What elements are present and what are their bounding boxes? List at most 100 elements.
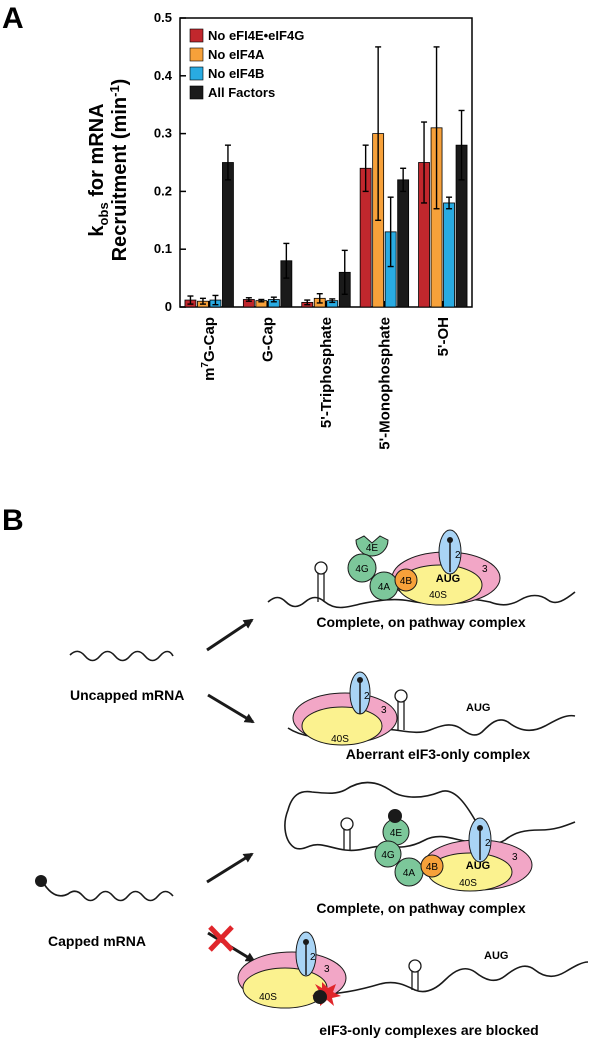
eif2-label: 2 [455,550,461,561]
eif4g-label: 4G [355,564,369,575]
trna-dot-icon [477,825,483,831]
stem-loop-head-icon [314,561,328,575]
arrow-to-complex-2 [207,693,255,724]
uncapped-mrna-strand [69,650,174,662]
capped-mrna-label: Capped mRNA [48,933,146,949]
complex-4-caption: eIF3-only complexes are blocked [319,1022,538,1038]
y-axis-label-close: ) [109,79,131,86]
y-tick-label: 0.5 [154,10,172,25]
y-axis-label-rest: for mRNA [86,103,108,202]
ribosome-40s-icon [301,706,383,746]
svg-text:Recruitment (min-1): Recruitment (min-1) [107,79,131,262]
eif4a-label: 4A [403,868,416,879]
aug-label: AUG [436,573,460,585]
aug-label: AUG [466,860,490,872]
eif3-label: 3 [324,964,330,975]
bar [222,162,234,308]
stem-loop-icon [343,828,351,850]
y-axis-label-sup: -1 [107,85,122,97]
eif4g-icon [347,553,377,583]
eif4b-icon [394,568,418,592]
ribosome-40s-icon [242,967,328,1009]
capped-mrna-strand [43,883,174,902]
x-tick-label: 5'-Monophosphate [376,317,393,450]
legend-swatch [189,85,204,100]
legend-swatch [189,66,204,81]
aug-label: AUG [484,950,508,962]
x-tick-label: 5'-Triphosphate [318,317,335,428]
eif4e-icon [355,535,389,557]
y-axis-label-sub: obs [96,202,111,225]
legend-swatch [189,47,204,62]
bar [397,179,410,308]
complex-2-aberrant: 3 40S 2 AUG [287,671,576,746]
stem-loop-icon [411,970,419,990]
legend-swatch [189,28,204,43]
stem-loop-head-icon [408,959,422,973]
eif3-label: 3 [512,852,518,863]
svg-text:kobs for mRNA: kobs for mRNA [86,103,111,236]
eif2-label: 2 [485,838,491,849]
complex-3-mrna-loop [284,781,576,852]
bar-chart: kobs for mRNA Recruitment (min-1) 0 0.1 0.… [86,10,473,450]
stem-loop-head-icon [340,817,354,831]
y-tick-label: 0.2 [154,183,172,198]
complex-3-caption: Complete, on pathway complex [316,900,525,916]
ribosome-40s-label: 40S [459,878,477,889]
clash-burst-icon [312,982,341,1006]
eif4g-icon [374,840,402,868]
complex-1-mrna [267,591,576,609]
eif2-label: 2 [364,691,370,702]
x-tick-label: 5'-OH [435,317,452,356]
complex-2-caption: Aberrant eIF3-only complex [346,746,531,762]
y-axis-label: kobs for mRNA Recruitment (min-1) [86,79,131,262]
mrna-recruitment-diagram: Uncapped mRNA 3 40S AUG 2 4E 4G 4A 4B Co… [35,529,589,1038]
eif4b-icon [420,854,444,878]
eif4b-label: 4B [400,576,413,587]
ribosome-40s-label: 40S [429,590,447,601]
bar [443,202,455,308]
y-tick-label: 0.1 [154,241,172,256]
complex-3-on-pathway: 3 40S AUG 2 4E 4G 4A 4B [284,781,576,892]
panel-a-label: A [2,2,24,35]
legend-label: All Factors [208,85,275,100]
blocked-cross-icon [208,925,234,952]
y-tick-label: 0.3 [154,126,172,141]
complex-1-on-pathway: 3 40S AUG 2 4E 4G 4A 4B [267,529,576,609]
eif4e-label: 4E [366,543,379,554]
trna-dot-icon [303,939,309,945]
eif3-label: 3 [381,705,387,716]
x-tick-label: G-Cap [260,317,277,362]
cap-icon [388,809,402,823]
y-axis-label-k: k [86,225,108,237]
stem-loop-head-icon [394,689,408,703]
eif4g-label: 4G [381,850,395,861]
legend-label: No eIF4B [208,66,264,81]
uncapped-mrna-label: Uncapped mRNA [70,687,184,703]
trna-dot-icon [357,677,363,683]
panel-b-label: B [2,504,24,537]
y-tick-label: 0 [165,299,172,314]
eif4e-label: 4E [390,828,403,839]
cap-icon [313,990,327,1004]
legend-label: No eIF4A [208,47,265,62]
trna-dot-icon [447,537,453,543]
complex-4-blocked: 3 40S 2 AUG [237,931,589,1009]
legend-label: No eFI4E•eIF4G [208,28,304,43]
y-tick-label: 0.4 [154,68,173,83]
ribosome-40s-label: 40S [259,992,277,1003]
complex-4-mrna [321,961,589,995]
arrow-to-complex-1 [206,618,254,652]
legend: No eFI4E•eIF4G No eIF4A No eIF4B All Factor… [189,28,304,100]
ribosome-40s-label: 40S [331,734,349,745]
complex-1-caption: Complete, on pathway complex [316,614,525,630]
arrow-to-complex-3 [206,852,254,884]
aug-label: AUG [466,702,490,714]
stem-loop-icon [397,700,405,730]
eif4b-label: 4B [426,862,439,873]
eif4a-label: 4A [378,582,391,593]
stem-loop-icon [317,572,325,602]
x-tick-label: m7G-Cap [200,317,218,381]
y-axis-label-line2: Recruitment (min [109,97,131,261]
eif3-label: 3 [482,564,488,575]
